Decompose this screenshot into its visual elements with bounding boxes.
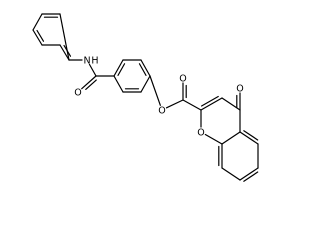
bond-line — [140, 59, 151, 77]
single-bond — [32, 13, 43, 31]
bond-line — [165, 99, 184, 109]
bond-line — [204, 133, 223, 145]
bond-line — [88, 63, 97, 77]
bond-line-inner — [200, 95, 219, 107]
double-bond — [138, 59, 151, 77]
double-bond — [239, 130, 259, 145]
bond-line — [140, 75, 151, 93]
atom-label-o: O — [179, 74, 186, 85]
atom-label-h: H — [91, 56, 98, 67]
single-bond — [59, 13, 70, 61]
double-bond — [32, 29, 45, 46]
double-bond — [182, 82, 187, 101]
bond-layer — [32, 13, 259, 182]
single-bond — [149, 75, 161, 106]
bond-line — [81, 75, 97, 90]
double-bond — [41, 13, 61, 18]
single-bond — [221, 131, 241, 145]
bond-line — [113, 75, 124, 93]
atom-label-o: O — [74, 88, 81, 99]
single-bond — [165, 99, 184, 109]
single-bond — [113, 75, 124, 93]
bond-line-inner — [243, 130, 259, 141]
atom-label-o: O — [236, 84, 243, 95]
bond-line — [59, 44, 70, 61]
double-bond — [239, 167, 259, 182]
atom-label-n: N — [83, 56, 90, 67]
bond-line — [32, 13, 43, 31]
double-bond — [122, 88, 142, 93]
bond-line — [221, 131, 241, 145]
double-bond — [113, 59, 126, 77]
bond-line — [239, 131, 259, 145]
bond-line — [149, 75, 161, 106]
bond-line-inner — [117, 63, 126, 76]
double-bond — [236, 92, 241, 111]
single-bond — [204, 133, 223, 145]
bond-line-inner — [85, 79, 97, 91]
bond-line — [113, 59, 124, 77]
bond-line-inner — [36, 29, 45, 42]
bond-line-inner — [243, 171, 259, 182]
bond-line — [182, 99, 202, 111]
atom-label-o: O — [158, 106, 165, 117]
bond-line — [200, 97, 223, 111]
bond-line — [32, 29, 43, 46]
double-bond — [200, 95, 223, 111]
single-bond — [88, 63, 97, 77]
bond-line — [221, 167, 241, 181]
single-bond — [140, 75, 151, 93]
bond-line — [239, 167, 259, 181]
single-bond — [221, 167, 241, 181]
double-bond — [218, 143, 223, 169]
double-bond — [81, 75, 97, 91]
bond-line-inner — [138, 63, 147, 76]
bond-line — [59, 13, 70, 61]
atom-label-o: O — [197, 128, 204, 139]
single-bond — [182, 99, 202, 111]
